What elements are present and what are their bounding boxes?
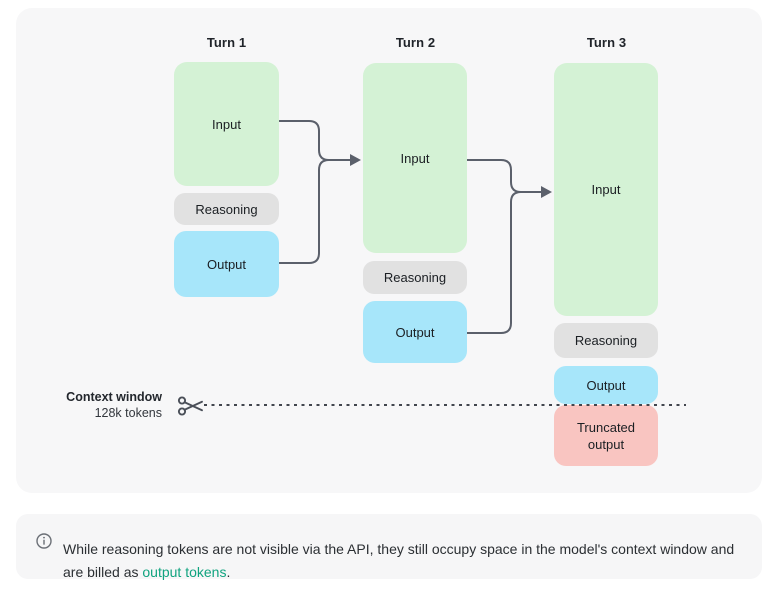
context-window-title: Context window bbox=[66, 390, 162, 404]
note-text-end: . bbox=[226, 564, 231, 580]
turn2-reasoning-box: Reasoning bbox=[363, 261, 467, 294]
turn2-output-box: Output bbox=[363, 301, 467, 363]
turn3-truncated-output-box: Truncated output bbox=[554, 405, 658, 466]
turn3-reasoning-box: Reasoning bbox=[554, 323, 658, 358]
diagram-card: Turn 1 Turn 2 Turn 3 Input Reasoning Out… bbox=[16, 8, 762, 493]
note-text: While reasoning tokens are not visible v… bbox=[63, 538, 753, 584]
turn-2-title: Turn 2 bbox=[395, 35, 436, 50]
note-card: While reasoning tokens are not visible v… bbox=[16, 514, 762, 580]
info-icon bbox=[36, 533, 52, 549]
turn1-input-box: Input bbox=[174, 62, 279, 186]
turn3-input-box: Input bbox=[554, 63, 658, 316]
context-window-label: Context window 128k tokens bbox=[44, 389, 162, 421]
context-window-tokens: 128k tokens bbox=[94, 406, 162, 420]
turn-1-title: Turn 1 bbox=[206, 35, 247, 50]
context-window-dashed-line bbox=[204, 404, 686, 406]
turn3-output-box: Output bbox=[554, 366, 658, 404]
turn-3-title: Turn 3 bbox=[586, 35, 627, 50]
turn1-output-box: Output bbox=[174, 231, 279, 297]
turn1-reasoning-box: Reasoning bbox=[174, 193, 279, 225]
turn2-input-box: Input bbox=[363, 63, 467, 253]
scissors-icon bbox=[177, 396, 203, 416]
note-text-start: While reasoning tokens are not visible v… bbox=[63, 541, 735, 580]
output-tokens-link[interactable]: output tokens bbox=[142, 564, 227, 580]
